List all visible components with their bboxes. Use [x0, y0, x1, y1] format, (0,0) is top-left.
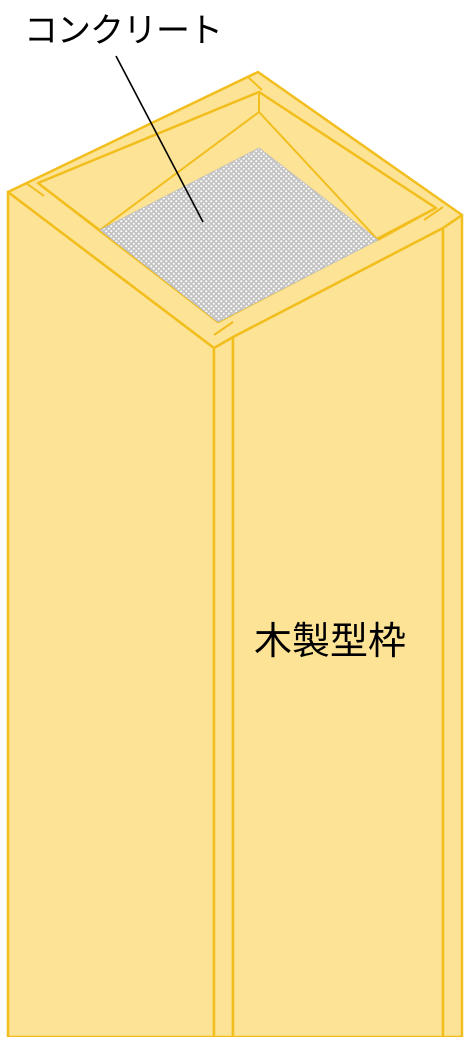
- rim-seam-front: [213, 321, 234, 336]
- rim-seam-left: [25, 182, 45, 197]
- concrete-surface: [99, 147, 379, 323]
- concrete-label: コンクリート: [24, 11, 223, 51]
- formwork-label: 木製型枠: [254, 619, 407, 663]
- concrete-leader-line: [115, 55, 204, 223]
- formwork-right-edge-strip: [441, 213, 464, 1039]
- formwork-left-edge-strip: [212, 335, 235, 1039]
- rim-seam-top: [247, 76, 263, 91]
- rim-seam-right: [423, 206, 444, 221]
